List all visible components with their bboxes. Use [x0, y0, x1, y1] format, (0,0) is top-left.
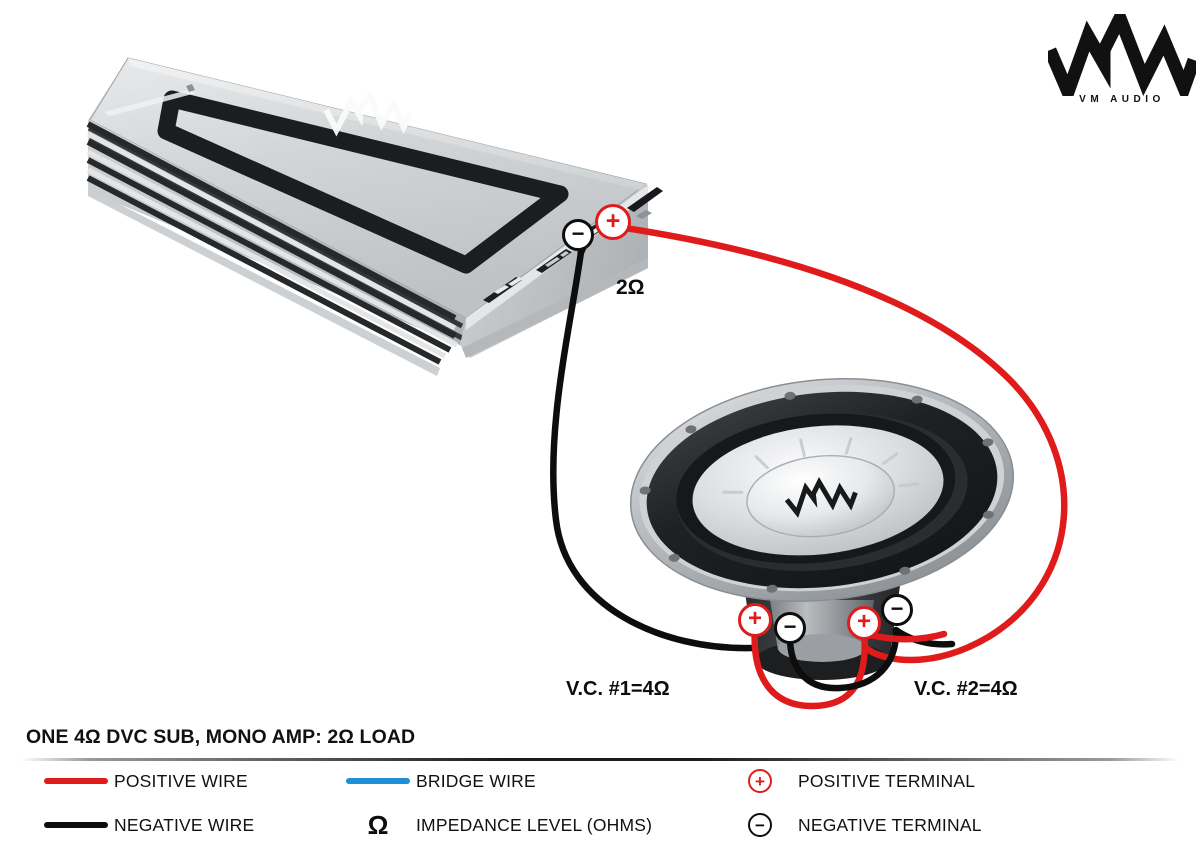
positive-parallel-link-wire [751, 624, 868, 710]
diagram-footer: ONE 4Ω DVC SUB, MONO AMP: 2Ω LOAD POSITI… [0, 722, 1200, 838]
sub-coil2-positive-terminal[interactable]: + [847, 606, 881, 640]
legend-item-positive-wire: POSITIVE WIRE [0, 764, 330, 798]
amp-impedance-label: 2Ω [616, 276, 645, 299]
diagram-title: ONE 4Ω DVC SUB, MONO AMP: 2Ω LOAD [26, 726, 416, 748]
subwoofer-illustration [629, 378, 1015, 680]
legend-label: POSITIVE TERMINAL [798, 770, 976, 791]
black-wire-swatch [38, 822, 114, 828]
legend: POSITIVE WIRE BRIDGE WIRE + POSITIVE TER… [0, 764, 1200, 842]
negative-terminal-icon: − [722, 813, 798, 837]
legend-item-negative-terminal: − NEGATIVE TERMINAL [710, 808, 1130, 842]
voice-coil-2-label: V.C. #2=4Ω [914, 678, 1018, 700]
blue-wire-swatch [340, 778, 416, 784]
vm-audio-logo: VM AUDIO [1048, 14, 1196, 118]
amp-heatsink-fins [86, 121, 459, 365]
legend-item-impedance: Ω IMPEDANCE LEVEL (OHMS) [330, 808, 710, 842]
legend-item-negative-wire: NEGATIVE WIRE [0, 808, 330, 842]
diagram-scene: − + + − + − 2Ω V.C. #1=4Ω V.C. #2=4Ω [86, 57, 1068, 710]
red-wire-swatch [38, 778, 114, 784]
negative-run-wire [550, 248, 756, 652]
amp-negative-terminal[interactable]: − [562, 219, 594, 251]
legend-label: POSITIVE WIRE [114, 770, 248, 791]
amp-positive-terminal[interactable]: + [595, 204, 631, 240]
voice-coil-1-label: V.C. #1=4Ω [566, 678, 670, 700]
legend-label: BRIDGE WIRE [416, 770, 536, 791]
legend-label: NEGATIVE TERMINAL [798, 814, 982, 835]
legend-item-positive-terminal: + POSITIVE TERMINAL [710, 764, 1130, 798]
vm-zigzag-logo-icon [1048, 14, 1196, 96]
scene-artwork [86, 57, 1068, 710]
vm-audio-wordmark: VM AUDIO [1079, 94, 1165, 105]
positive-run-wire [608, 222, 1068, 664]
legend-label: NEGATIVE WIRE [114, 814, 255, 835]
positive-terminal-icon: + [722, 769, 798, 793]
mounting-screws [639, 391, 994, 593]
legend-label: IMPEDANCE LEVEL (OHMS) [416, 814, 653, 835]
legend-item-bridge-wire: BRIDGE WIRE [330, 764, 710, 798]
amp-vm-logo [323, 88, 413, 137]
amplifier-illustration [86, 57, 663, 376]
sub-coil1-negative-terminal[interactable]: − [774, 612, 806, 644]
omega-icon: Ω [367, 810, 389, 840]
sub-coil2-negative-terminal[interactable]: − [881, 594, 913, 626]
footer-divider [20, 758, 1180, 761]
sub-coil1-positive-terminal[interactable]: + [738, 603, 772, 637]
cone-tick-marks [722, 437, 920, 494]
negative-parallel-link-wire [786, 626, 900, 692]
